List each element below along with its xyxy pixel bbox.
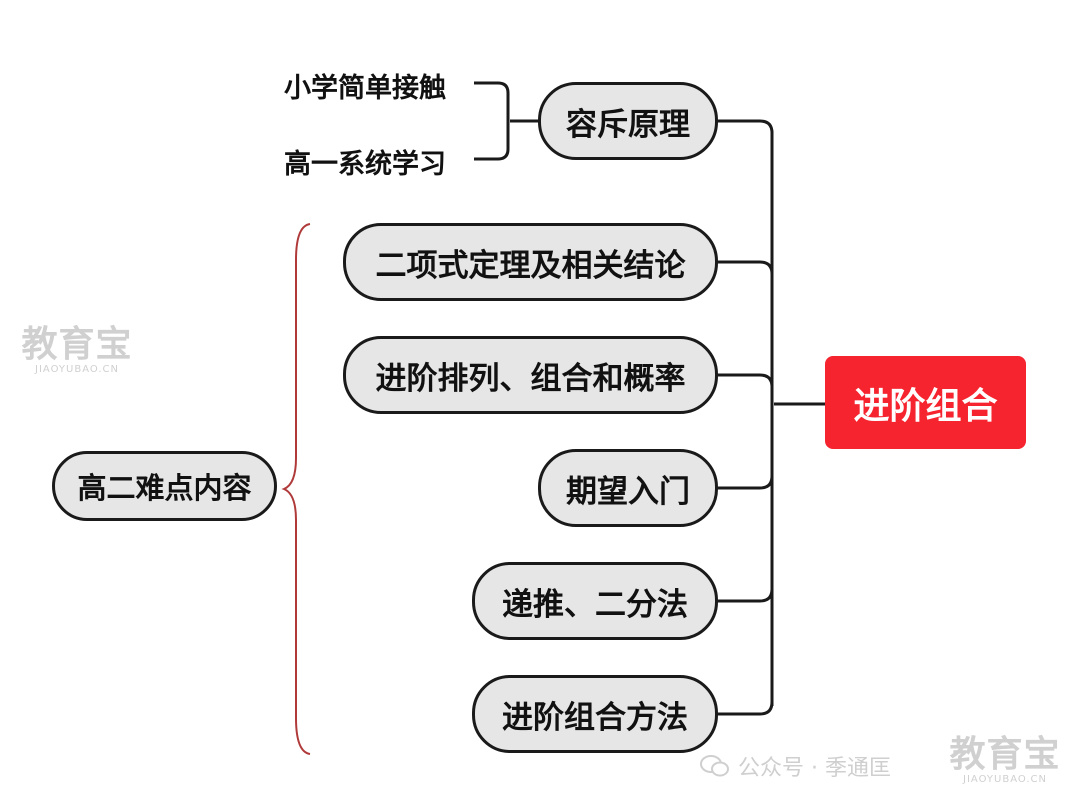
leaf-bracket bbox=[474, 81, 510, 161]
node-label: 期望入门 bbox=[566, 473, 690, 510]
node-group-label[interactable]: 高二难点内容 bbox=[52, 451, 277, 521]
node-label: 进阶组合方法 bbox=[502, 699, 688, 736]
node-inclusion-exclusion[interactable]: 容斥原理 bbox=[538, 82, 718, 160]
watermark-logo-text: 教育宝 bbox=[949, 734, 1061, 775]
main-node[interactable]: 进阶组合 bbox=[825, 356, 1026, 449]
node-label: 进阶排列、组合和概率 bbox=[375, 360, 686, 397]
node-recursion-bisection[interactable]: 递推、二分法 bbox=[472, 562, 718, 640]
footer-text: 公众号 · 季通匡 bbox=[738, 756, 891, 781]
leaf-elementary: 小学简单接触 bbox=[284, 73, 446, 104]
branch-connector-1 bbox=[718, 119, 774, 134]
watermark-logo-text: 教育宝 bbox=[21, 324, 133, 365]
watermark-logo-left: 教育宝 JIAOYUBAO.CN bbox=[18, 326, 136, 376]
node-label: 二项式定理及相关结论 bbox=[375, 247, 686, 284]
node-label: 容斥原理 bbox=[566, 106, 690, 143]
leaf-grade10: 高一系统学习 bbox=[284, 149, 446, 180]
branch-connector-4 bbox=[718, 475, 774, 490]
node-label: 递推、二分法 bbox=[502, 586, 688, 623]
branch-connector-5 bbox=[718, 588, 774, 603]
main-node-label: 进阶组合 bbox=[853, 385, 998, 427]
watermark-url-text: JIAOYUBAO.CN bbox=[963, 774, 1047, 785]
watermark-logo-right: 教育宝 JIAOYUBAO.CN bbox=[946, 736, 1064, 786]
node-advanced-methods[interactable]: 进阶组合方法 bbox=[472, 675, 718, 753]
node-advanced-permutation[interactable]: 进阶排列、组合和概率 bbox=[343, 336, 718, 414]
branch-connector-3 bbox=[718, 373, 774, 388]
branch-connector-2 bbox=[718, 260, 774, 275]
wechat-icon bbox=[700, 754, 730, 778]
footer-account: 公众号 · 季通匡 bbox=[700, 750, 891, 782]
group-brace bbox=[281, 223, 311, 755]
node-label: 高二难点内容 bbox=[77, 471, 252, 505]
watermark-url-text: JIAOYUBAO.CN bbox=[35, 364, 119, 375]
node-binomial-theorem[interactable]: 二项式定理及相关结论 bbox=[343, 223, 718, 301]
node-expectation-intro[interactable]: 期望入门 bbox=[538, 449, 718, 527]
branch-connector-6 bbox=[718, 701, 774, 716]
